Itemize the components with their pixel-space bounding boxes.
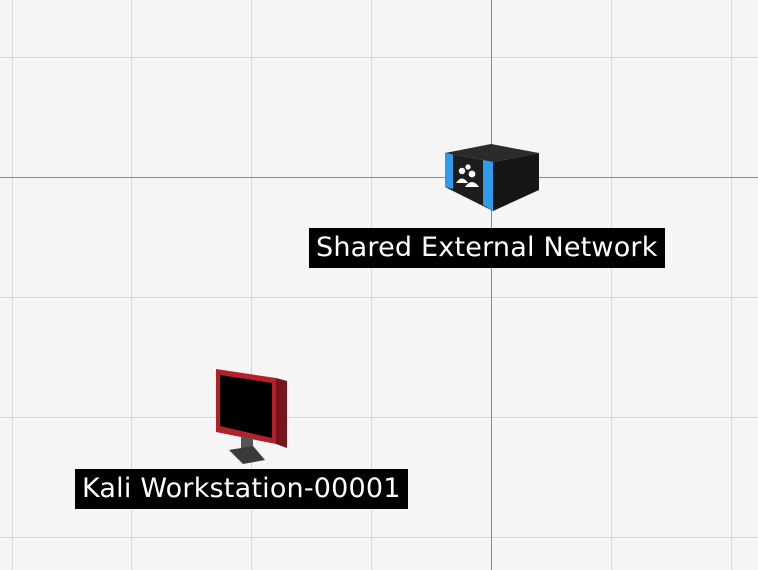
grid-line xyxy=(0,57,758,58)
grid-line xyxy=(131,0,132,570)
workstation-node-label[interactable]: Kali Workstation-00001 xyxy=(75,469,408,509)
grid-line xyxy=(0,297,758,298)
grid-line xyxy=(731,0,732,570)
grid-line xyxy=(251,0,252,570)
monitor-icon[interactable] xyxy=(213,368,289,464)
network-node-label[interactable]: Shared External Network xyxy=(309,228,665,268)
grid-line xyxy=(611,0,612,570)
grid-line xyxy=(371,0,372,570)
grid-line xyxy=(12,0,13,570)
center-axis-horizontal xyxy=(0,177,758,178)
grid-line xyxy=(0,417,758,418)
center-axis-vertical xyxy=(491,0,492,570)
grid-line xyxy=(0,537,758,538)
network-switch-icon[interactable] xyxy=(441,143,541,213)
